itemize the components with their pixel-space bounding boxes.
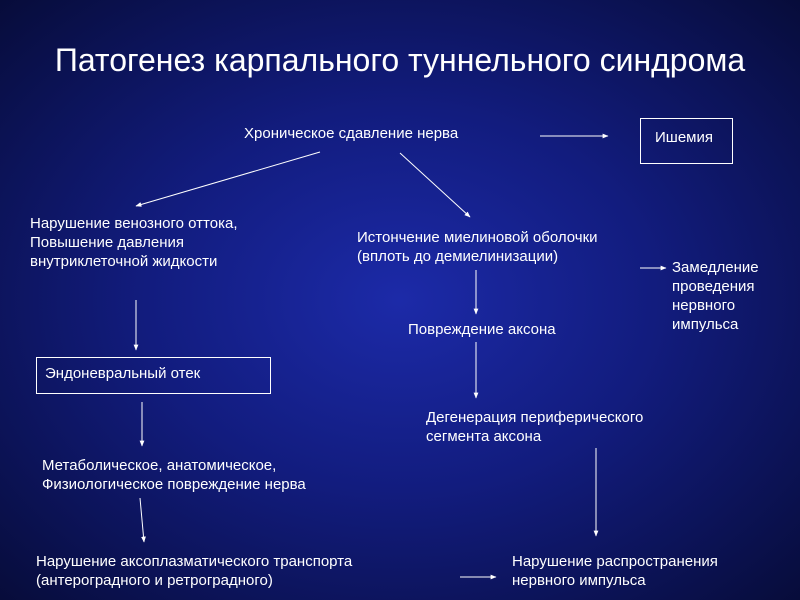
- arrow-compression-to-venous: [135, 151, 321, 207]
- node-venous-outflow: Нарушение венозного оттока, Повышение да…: [30, 215, 238, 270]
- node-ischemia: Ишемия: [640, 118, 733, 164]
- node-chronic-compression: Хроническое сдавление нерва: [244, 125, 459, 142]
- node-metabolic-damage: Метаболическое, анатомическое, Физиологи…: [42, 457, 306, 493]
- arrow-metabolic-to-transport: [139, 497, 146, 543]
- slide-title: Патогенез карпального туннельного синдро…: [54, 42, 746, 78]
- node-myelin-thinning: Истончение миелиновой оболочки (вплоть д…: [357, 229, 598, 265]
- node-conduction-slowing: Замедление проведения нервного импульса: [672, 259, 759, 333]
- node-axoplasmic-transport: Нарушение аксоплазматического транспорта…: [36, 553, 353, 589]
- node-endoneural-edema: Эндоневральный отек: [36, 357, 271, 394]
- node-degeneration: Дегенерация периферического сегмента акс…: [426, 409, 644, 445]
- node-impulse-spread: Нарушение распространения нервного импул…: [512, 553, 718, 589]
- arrow-compression-to-myelin: [399, 152, 471, 218]
- node-axon-damage: Повреждение аксона: [408, 321, 556, 338]
